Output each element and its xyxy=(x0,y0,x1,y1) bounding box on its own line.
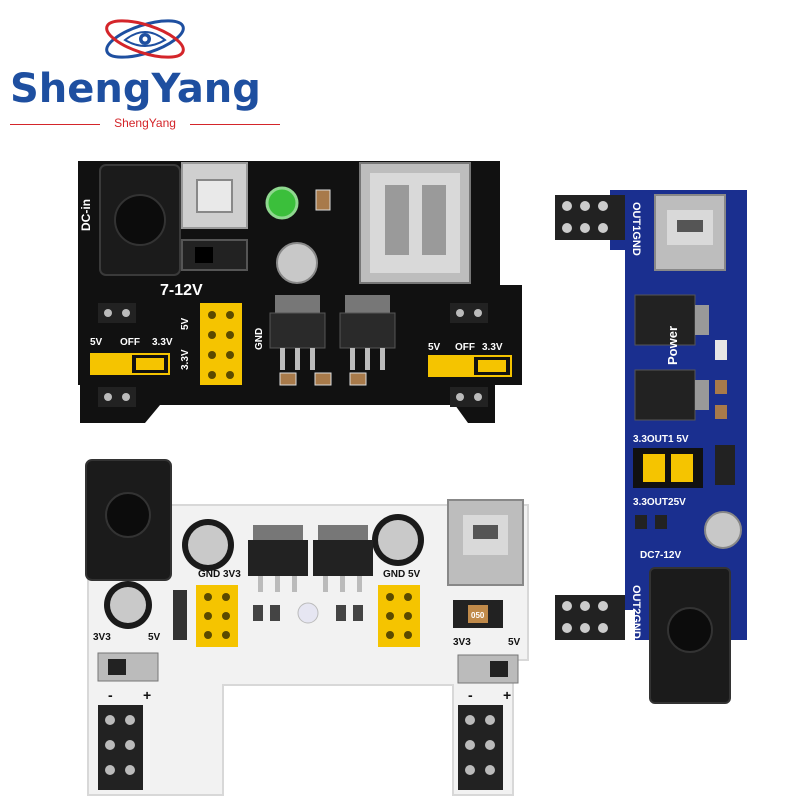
minus-right-label: - xyxy=(468,687,473,703)
minus-left-label: - xyxy=(108,687,113,703)
rail-pins-icon xyxy=(555,195,625,240)
left-off-label: OFF xyxy=(120,337,140,348)
smd-resistor-icon xyxy=(349,372,367,386)
voltage-label: 7-12V xyxy=(160,282,203,299)
smd-resistor-icon xyxy=(279,372,297,386)
brand-logo: ShengYang ShengYang xyxy=(0,0,290,135)
rail-pins-icon xyxy=(98,705,143,790)
smd-resistor-icon xyxy=(655,515,667,529)
black-breadboard-power-module: DC-in 7-12V 5V 3.3V GND xyxy=(78,161,522,423)
3v3-bottom-right-label: 3V3 xyxy=(453,637,471,648)
3v3-bottom-left-label: 3V3 xyxy=(93,632,111,643)
rail-pins-icon xyxy=(458,705,503,790)
slide-switch-icon xyxy=(457,654,519,684)
out1-row-label: 3.3OUT1 5V xyxy=(633,434,689,445)
smd-resistor-icon xyxy=(253,605,263,621)
rail-pins-icon xyxy=(450,303,488,323)
dc-jack-icon xyxy=(99,164,181,276)
white-pcb xyxy=(87,504,529,796)
slide-switch-icon xyxy=(181,239,248,271)
divider xyxy=(10,124,100,125)
led-icon xyxy=(297,602,319,624)
voltage-regulator-icon xyxy=(248,525,308,592)
diode-icon xyxy=(715,445,735,485)
slide-switch-icon xyxy=(97,652,159,682)
rail-pins-icon xyxy=(98,303,136,323)
voltage-regulator-icon xyxy=(634,294,709,346)
5v-bottom-right-label: 5V xyxy=(508,637,521,648)
smd-resistor-icon xyxy=(635,515,647,529)
brand-tagline: ShengYang xyxy=(114,116,176,130)
mini-usb-port-icon xyxy=(654,194,726,271)
gnd-right-label: GND xyxy=(383,569,405,580)
power-switch-icon xyxy=(181,162,248,229)
smd-resistor-icon xyxy=(715,405,727,419)
header-5v-label: 5V xyxy=(180,317,191,330)
jumper-select-left-icon xyxy=(90,353,170,375)
dc-jack-icon xyxy=(85,459,172,581)
divider xyxy=(190,124,280,125)
smd-resistor-icon xyxy=(353,605,363,621)
white-breadboard-power-module: GND 3V3 GND 5V 050 3V3 5V 3V3 5V - + xyxy=(85,459,529,796)
led-icon xyxy=(265,186,299,220)
capacitor-icon xyxy=(182,519,234,571)
rail-pins-icon xyxy=(555,595,625,640)
out2-gnd-label: OUT2GND xyxy=(630,585,642,639)
rail-pins-icon xyxy=(450,387,488,407)
capacitor-icon xyxy=(704,511,742,549)
pin-header-yellow-icon xyxy=(200,303,242,385)
smd-resistor-icon xyxy=(270,605,280,621)
right-off-label: OFF xyxy=(455,342,475,353)
rail-pins-icon xyxy=(98,387,136,407)
part-marking: 050 xyxy=(471,611,485,620)
plus-left-label: + xyxy=(143,687,151,703)
dc-in-label: DC-in xyxy=(79,199,93,231)
capacitor-icon xyxy=(276,242,318,284)
voltage-regulator-icon xyxy=(269,295,326,370)
usb-a-port-icon xyxy=(359,162,471,284)
right-33v-label: 3.3V xyxy=(482,342,503,353)
voltage-regulator-icon xyxy=(339,295,396,370)
capacitor-icon xyxy=(104,581,152,629)
5v-bottom-left-label: 5V xyxy=(148,632,161,643)
smd-resistor-icon xyxy=(315,189,331,211)
led-icon xyxy=(715,340,727,360)
smd-resistor-icon xyxy=(336,605,346,621)
out1-gnd-label: OUT1GND xyxy=(630,202,642,256)
dc-label: DC7-12V xyxy=(640,550,681,561)
pin-header-yellow-icon xyxy=(196,585,238,647)
smd-resistor-icon xyxy=(715,380,727,394)
smd-resistor-icon xyxy=(314,372,332,386)
pin-header-yellow-icon xyxy=(378,585,420,647)
out2-row-label: 3.3OUT25V xyxy=(633,497,686,508)
eye-logo-icon xyxy=(105,19,185,59)
left-33v-label: 3.3V xyxy=(152,337,173,348)
slide-knob-icon xyxy=(195,247,213,263)
voltage-regulator-icon xyxy=(313,525,373,592)
diode-icon xyxy=(173,590,187,640)
power-label: Power xyxy=(665,326,680,365)
header-33v-label: 3.3V xyxy=(180,349,191,370)
right-5v-label: 5V xyxy=(428,342,441,353)
gnd-label: GND xyxy=(254,328,265,350)
gnd-left-label: GND xyxy=(198,569,220,580)
jumper-select-right-icon xyxy=(428,355,512,377)
brand-name: ShengYang xyxy=(10,66,261,112)
jumper-select-icon xyxy=(633,448,703,488)
3v3-left-label: 3V3 xyxy=(223,569,241,580)
plus-right-label: + xyxy=(503,687,511,703)
capacitor-icon xyxy=(372,514,424,566)
mini-usb-port-icon xyxy=(447,499,524,586)
dc-jack-icon xyxy=(649,567,731,704)
voltage-regulator-icon xyxy=(634,369,709,421)
left-5v-label: 5V xyxy=(90,337,103,348)
blue-breadboard-power-module: OUT1GND Power 3.3OUT1 5V 3.3OUT25V DC7-1… xyxy=(555,190,747,704)
5v-right-label: 5V xyxy=(408,569,421,580)
